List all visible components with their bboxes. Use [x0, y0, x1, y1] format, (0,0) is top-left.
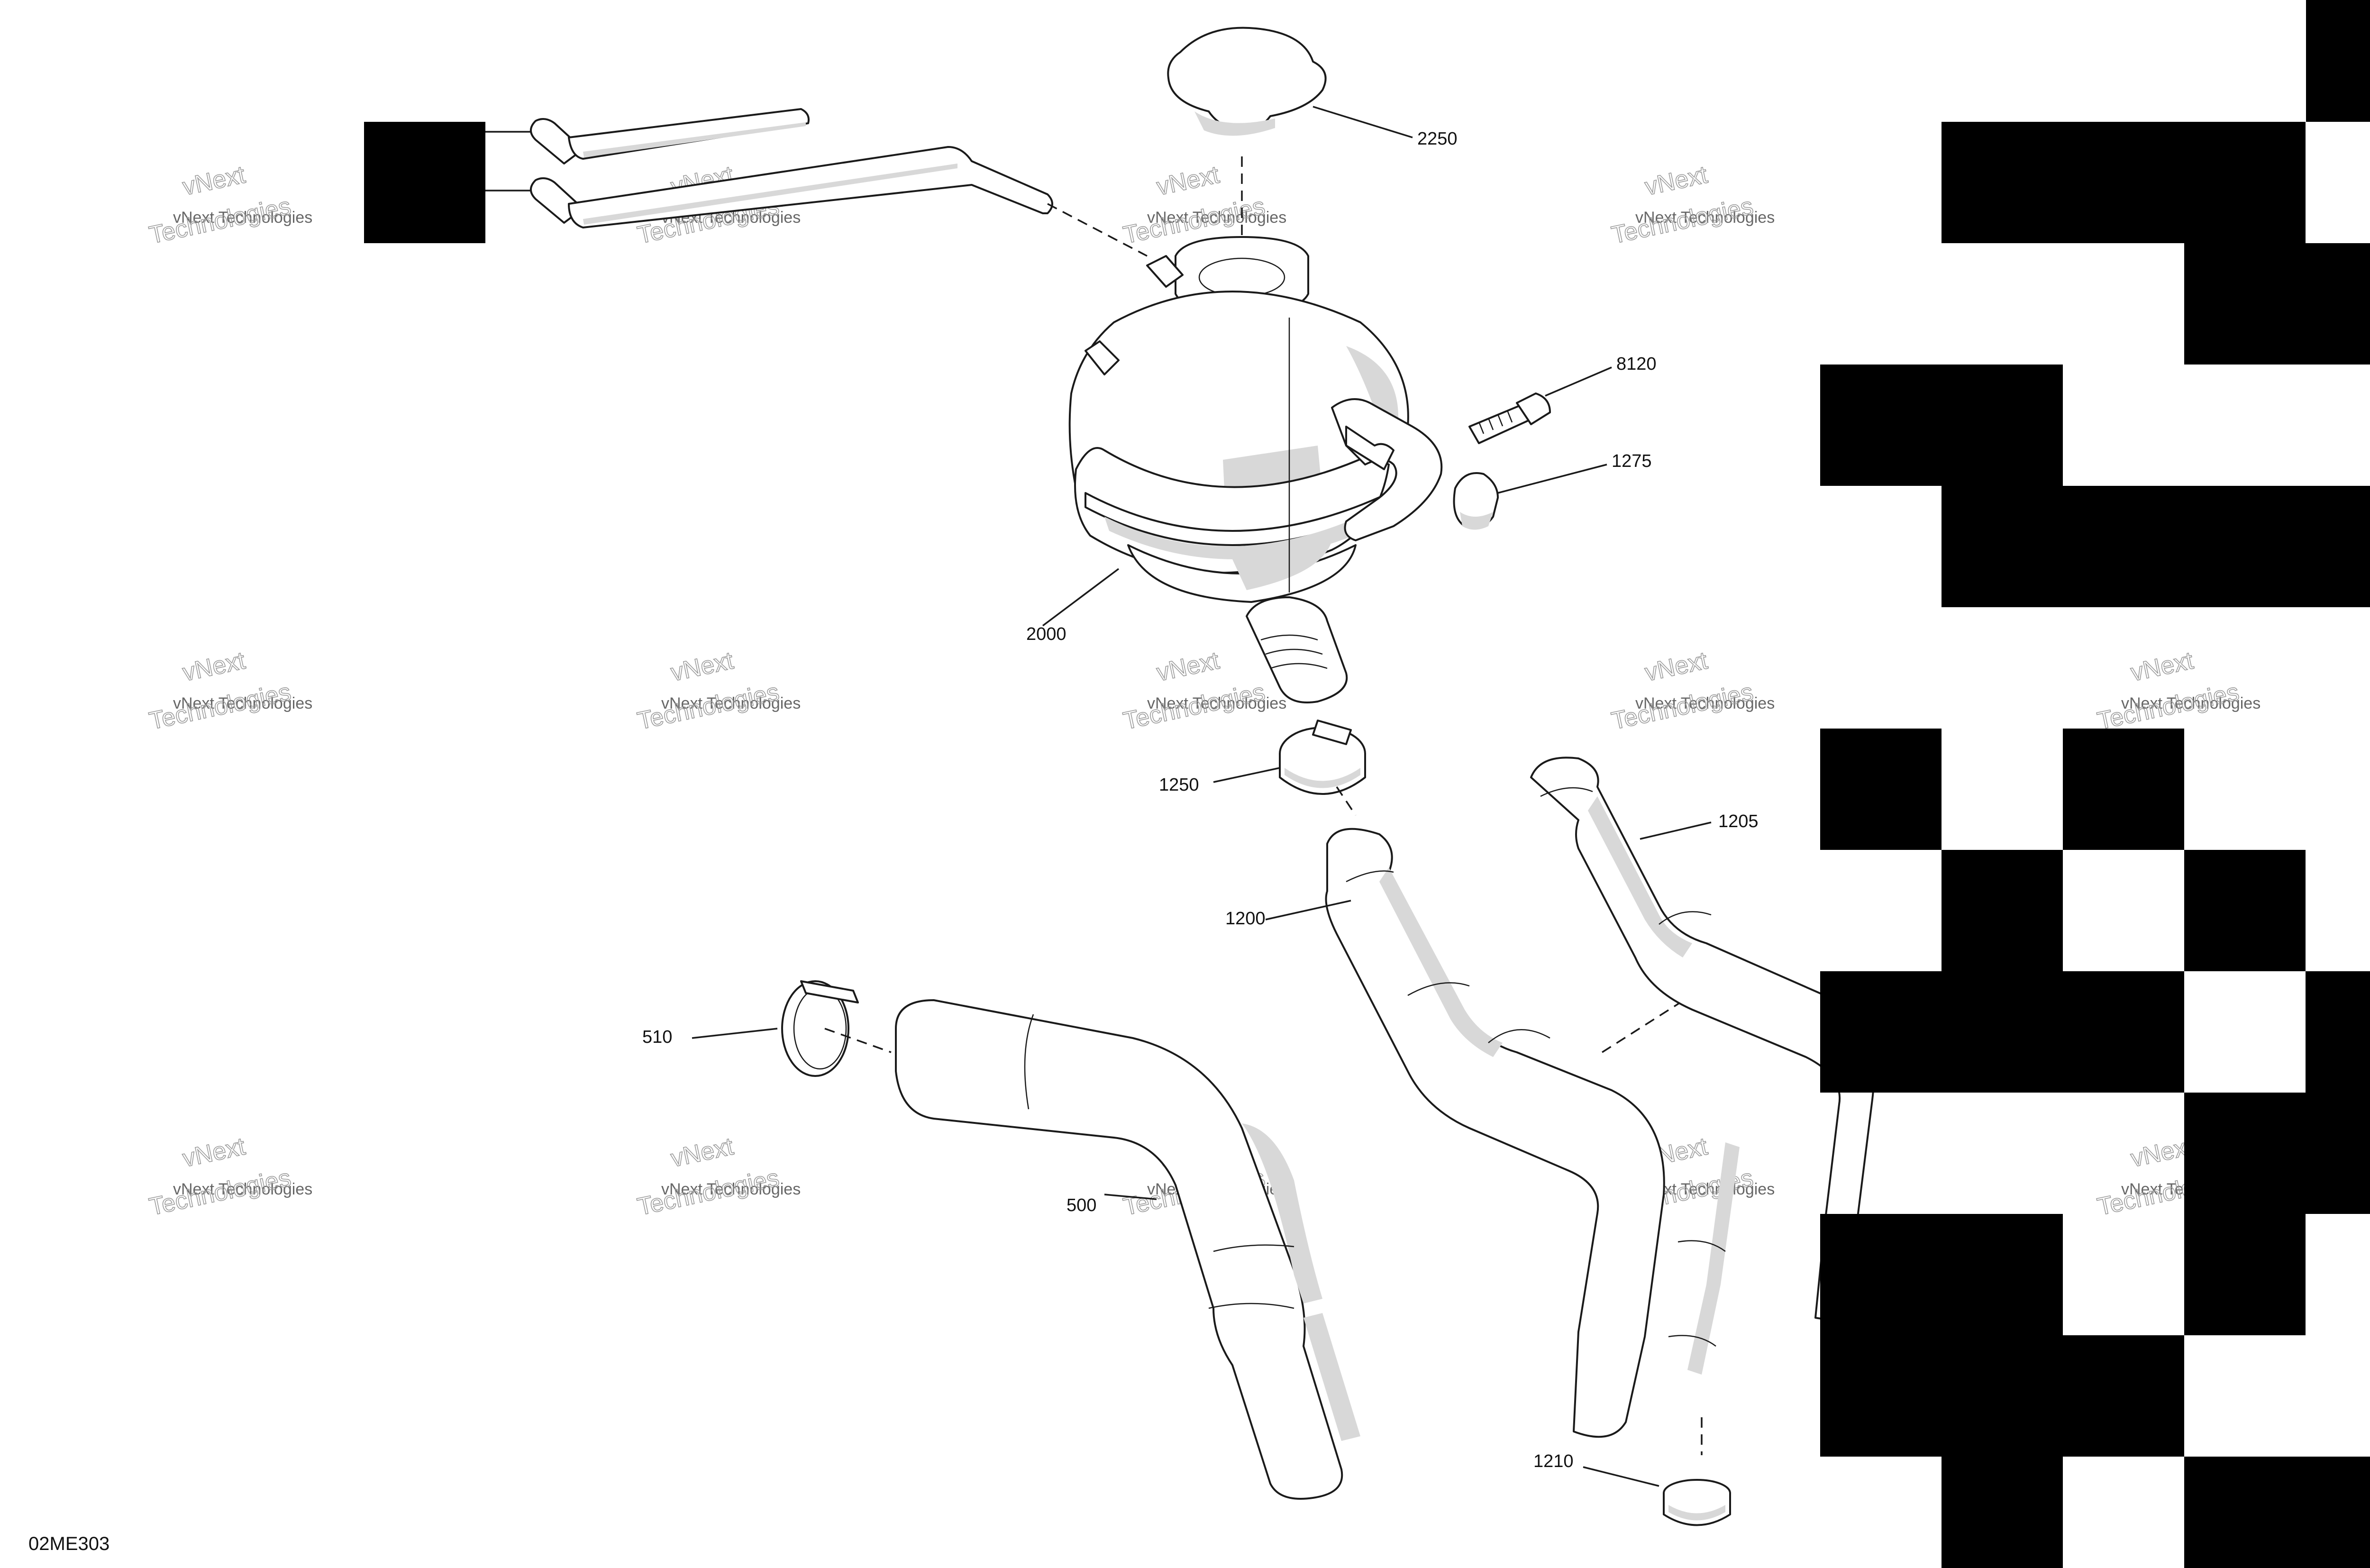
watermark-line3: Technologies [2095, 678, 2242, 735]
pressure-cap: 2250 [1167, 27, 1458, 265]
watermark-line2: vNext Technologies [173, 209, 312, 227]
watermark-line2: vNext Technologies [661, 694, 801, 712]
callout-510: 510 [642, 1027, 672, 1047]
redaction-block [2063, 729, 2184, 850]
redaction-block [364, 122, 485, 243]
watermark-line2: vNext Technologies [173, 1180, 312, 1198]
redaction-block [1820, 1214, 2063, 1335]
diagram-code: 02ME303 [28, 1533, 109, 1554]
clamp-1210: 1210 [1533, 1451, 1731, 1526]
watermark-line2: vNext Technologies [1147, 209, 1286, 227]
screw: 8120 [1468, 354, 1657, 444]
redaction-block [1942, 850, 2063, 971]
watermark-line1: vNext [668, 647, 736, 686]
redaction-block [2184, 1457, 2370, 1568]
watermark-line3: Technologies [147, 1164, 293, 1221]
watermark-line3: Technologies [1121, 678, 1267, 735]
watermark-line2: vNext Technologies [1635, 209, 1775, 227]
callout-1200: 1200 [1225, 909, 1266, 929]
watermark-line2: vNext Technologies [1635, 694, 1775, 712]
redaction-block [2184, 1214, 2306, 1335]
watermark-line1: vNext [1642, 161, 1710, 201]
redaction-block [2184, 850, 2306, 971]
watermark-line1: vNext [668, 1132, 736, 1172]
watermark-line1: vNext [2128, 647, 2196, 686]
callout-1275: 1275 [1612, 451, 1652, 471]
watermark-line1: vNext [1154, 647, 1222, 686]
watermark-line2: vNext Technologies [173, 694, 312, 712]
callout-1210: 1210 [1533, 1451, 1574, 1471]
watermark-line1: vNext [180, 647, 248, 686]
redaction-block [2306, 0, 2370, 122]
redaction-block [1820, 971, 2184, 1093]
watermark-line1: vNext [180, 161, 248, 201]
watermark-line2: vNext Technologies [1147, 694, 1286, 712]
hose-1205: 1205 [1530, 757, 1875, 1320]
clamp-510: 510 [642, 980, 892, 1077]
redaction-block [1820, 729, 1942, 850]
redaction-block [1942, 122, 2306, 243]
watermark-line3: Technologies [1609, 678, 1756, 735]
expansion-tank: 2000 [1026, 236, 1443, 703]
callout-8120: 8120 [1616, 354, 1657, 374]
redaction-block [1942, 486, 2370, 607]
redaction-block [2184, 243, 2370, 365]
redaction-block [2306, 971, 2370, 1093]
redaction-block [1942, 1457, 2063, 1568]
callout-2000: 2000 [1026, 624, 1066, 644]
hose-500: 500 [895, 999, 1360, 1500]
watermark-line3: Technologies [635, 1164, 782, 1221]
watermark-line1: vNext [1154, 161, 1222, 201]
redaction-block [1820, 365, 2063, 486]
vent-hose-lower [485, 146, 1148, 257]
redaction-block [2184, 1093, 2370, 1214]
watermark-line3: Technologies [635, 678, 782, 735]
flange-nut: 1275 [1453, 451, 1652, 530]
watermark-line1: vNext [180, 1132, 248, 1172]
hose-1200: 1200 [1225, 828, 1740, 1455]
clamp-upper: 1250 [1159, 720, 1366, 816]
watermark-line3: Technologies [147, 192, 293, 249]
callout-1250: 1250 [1159, 775, 1199, 795]
redaction-block [1820, 1335, 2184, 1457]
callout-1205: 1205 [1718, 811, 1759, 831]
callout-500: 500 [1066, 1195, 1096, 1215]
watermark-line2: vNext Technologies [661, 1180, 801, 1198]
watermark-line3: Technologies [147, 678, 293, 735]
vent-hose-upper [485, 108, 810, 164]
callout-2250: 2250 [1417, 129, 1458, 149]
redaction-grid [1820, 0, 2370, 1568]
watermark-line2: vNext Technologies [2121, 694, 2261, 712]
watermark-line3: Technologies [1609, 192, 1756, 249]
watermark-line1: vNext [1642, 647, 1710, 686]
